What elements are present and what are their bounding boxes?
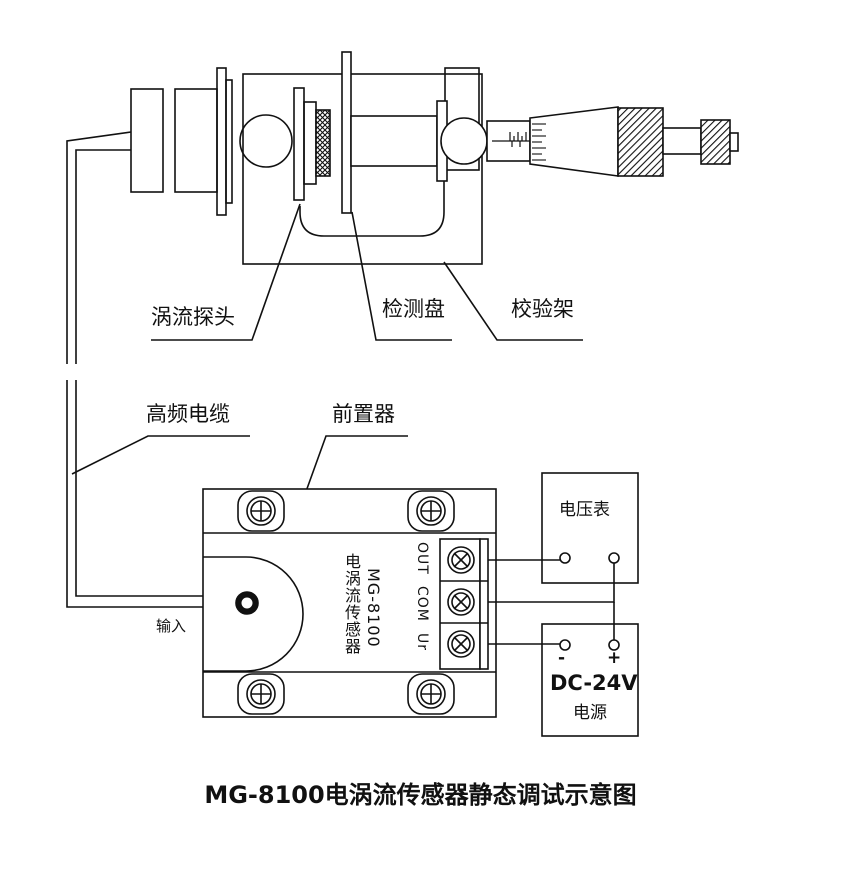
disc-shaft [350,115,438,167]
micrometer [350,100,739,182]
probe-body [293,87,305,201]
hf-cable-upper [66,131,132,364]
terminal-label-ur: Ur [414,633,430,652]
mount-screw-br [407,673,455,715]
label-model: MG-8100 [364,568,383,648]
mount-back-block [130,88,164,193]
terminal-screw-com [447,588,475,616]
label-voltmeter: 电压表 [559,500,610,520]
leader-cable [71,435,250,475]
mount-flange [216,67,227,216]
label-cable: 高频电缆 [146,402,230,426]
leader-preamp [303,435,408,498]
label-supply-voltage: DC-24V [550,671,638,695]
label-fixture: 校验架 [511,297,574,321]
micrometer-clamp-ball [440,117,488,165]
probe-thread-sleeve [303,101,317,185]
leader-fixture [443,261,583,341]
leader-probe [151,203,301,341]
fixture-slot [299,176,445,237]
probe-coil [315,109,331,177]
label-input: 输入 [156,617,187,635]
ratchet-cap [729,132,739,152]
mount-screw-tl [237,490,285,532]
terminal-label-com: COM [414,586,430,622]
voltmeter-terminal-left [559,552,571,564]
test-disc [341,51,352,214]
figure-caption: MG-8100电涡流传感器静态调试示意图 [204,781,637,809]
label-module-name: 电涡流传感器 [342,553,361,655]
hf-cable-lower [66,380,239,608]
label-minus: - [558,648,566,668]
supply-terminal-minus [559,639,571,651]
mount-flange-2 [225,79,233,204]
power-supply-box [541,623,639,737]
input-arch [203,556,304,672]
probe-clamp-ball [239,114,293,168]
leader-disc [351,211,452,341]
label-probe: 涡流探头 [151,305,235,329]
terminal-label-out: OUT [414,542,430,575]
label-preamp: 前置器 [332,402,395,426]
probe-mount [130,67,331,216]
ratchet-stop [700,119,731,165]
mount-screw-tr [407,490,455,532]
label-plus: + [607,648,622,668]
mount-nut [174,88,218,193]
terminal-screw-ur [447,630,475,658]
mount-screw-bl [237,673,285,715]
micrometer-thimble [529,106,619,177]
micrometer-knob [617,107,664,177]
label-supply: 电源 [573,703,607,723]
ratchet-neck [662,127,702,155]
label-disc: 检测盘 [382,297,445,321]
thimble-ticks [532,123,546,161]
micrometer-scale [492,132,530,147]
terminal-screw-out [447,546,475,574]
voltmeter-terminal-right [608,552,620,564]
voltmeter-box [541,472,639,584]
